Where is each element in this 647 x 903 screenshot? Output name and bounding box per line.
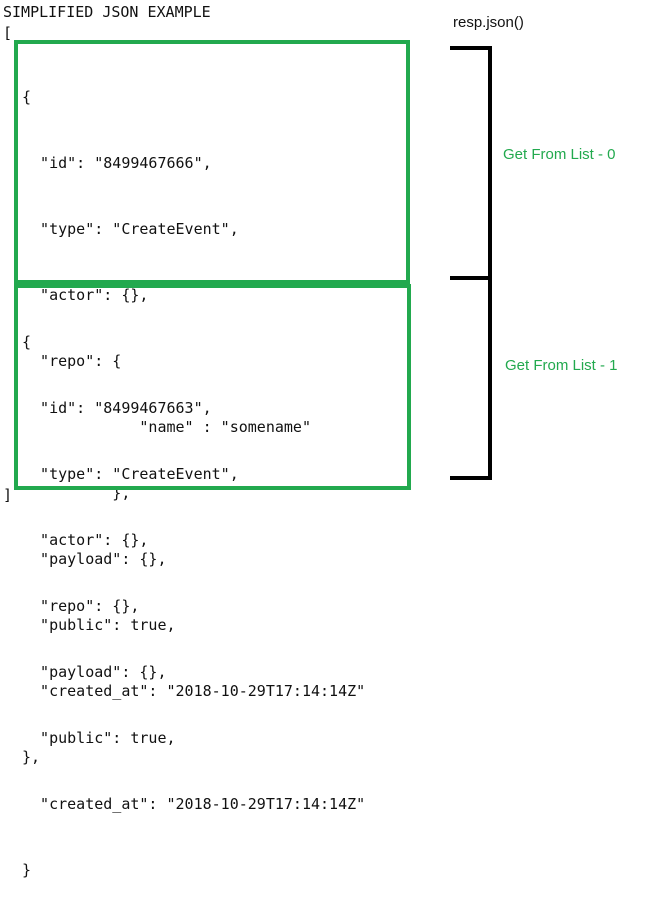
- json-line: "created_at": "2018-10-29T17:14:14Z": [22, 795, 366, 813]
- json-line: "id": "8499467666",: [22, 154, 212, 172]
- list-item-0-box: [14, 40, 410, 284]
- json-line: "id": "8499467663",: [22, 399, 212, 417]
- json-line: "payload": {},: [22, 663, 167, 681]
- json-line: "name" : "somename": [22, 418, 311, 436]
- label-list-1: Get From List - 1: [505, 357, 618, 374]
- json-line: "repo": {: [22, 352, 122, 370]
- json-line: "type": "CreateEvent",: [22, 465, 239, 483]
- json-line: "actor": {},: [22, 531, 149, 549]
- brace-annotation: [450, 46, 492, 480]
- json-line: "public": true,: [22, 729, 176, 747]
- open-bracket: [: [3, 24, 13, 42]
- json-line: "actor": {},: [22, 286, 149, 304]
- json-line: {: [22, 333, 32, 351]
- diagram-title: SIMPLIFIED JSON EXAMPLE: [3, 3, 211, 21]
- close-bracket: ]: [3, 486, 13, 504]
- json-line: "repo": {},: [22, 597, 140, 615]
- json-line: {: [22, 88, 32, 106]
- list-item-1-box: [14, 284, 411, 490]
- json-line: "type": "CreateEvent",: [22, 220, 239, 238]
- json-line: }: [22, 861, 32, 879]
- resp-json-label: resp.json(): [453, 14, 524, 31]
- label-list-0: Get From List - 0: [503, 146, 616, 163]
